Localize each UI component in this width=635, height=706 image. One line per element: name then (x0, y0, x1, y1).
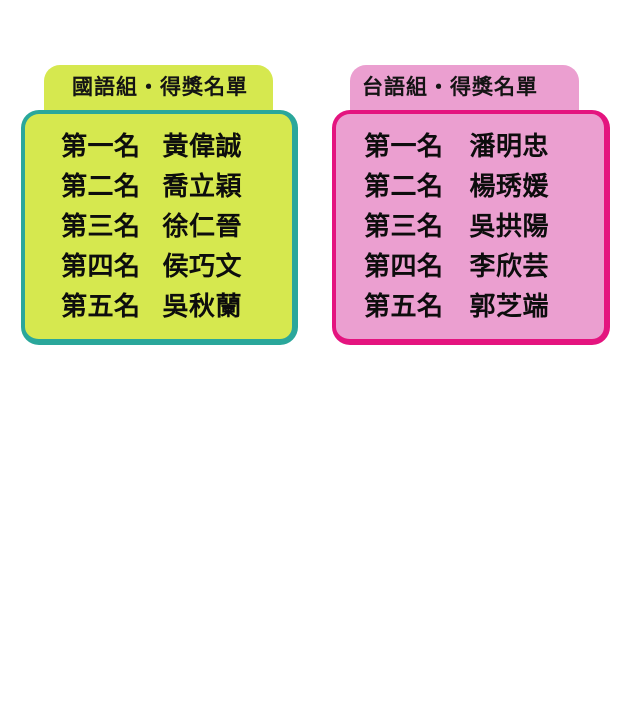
winner-name: 李欣芸 (469, 251, 550, 282)
winner-name: 徐仁晉 (162, 211, 243, 242)
winner-row: 第四名 李欣芸 (336, 247, 604, 287)
rank-label: 第二名 (364, 171, 444, 202)
rank-label: 第一名 (364, 131, 444, 162)
winner-name: 吳秋蘭 (162, 291, 243, 322)
winner-row: 第二名 喬立穎 (25, 167, 292, 207)
winner-row: 第一名 黃偉誠 (25, 127, 292, 167)
winner-row: 第五名 吳秋蘭 (25, 287, 292, 327)
winner-row: 第三名 徐仁晉 (25, 207, 292, 247)
winner-name: 郭芝端 (469, 291, 550, 322)
winner-row: 第二名 楊琇媛 (336, 167, 604, 207)
panel-header-mandarin-group: 國語組・得獎名單 (44, 65, 273, 110)
rank-label: 第二名 (61, 171, 141, 202)
rank-label: 第五名 (364, 291, 444, 322)
panel-header-taiwanese-group: 台語組・得獎名單 (350, 65, 579, 110)
winner-name: 楊琇媛 (469, 171, 550, 202)
winner-list-mandarin-group: 第一名 黃偉誠 第二名 喬立穎 第三名 徐仁晉 第四名 侯巧文 第五名 吳秋 (25, 127, 292, 327)
rank-label: 第五名 (61, 291, 141, 322)
winner-name: 潘明忠 (469, 131, 550, 162)
rank-label: 第四名 (61, 251, 141, 282)
panel-body-taiwanese-group: 第一名 潘明忠 第二名 楊琇媛 第三名 吳拱陽 第四名 李欣芸 第五名 郭芝 (332, 110, 610, 345)
winner-row: 第一名 潘明忠 (336, 127, 604, 167)
winner-row: 第四名 侯巧文 (25, 247, 292, 287)
winner-name: 喬立穎 (162, 171, 243, 202)
panel-body-mandarin-group: 第一名 黃偉誠 第二名 喬立穎 第三名 徐仁晉 第四名 侯巧文 第五名 吳秋 (21, 110, 298, 345)
rank-label: 第三名 (61, 211, 141, 242)
rank-label: 第一名 (61, 131, 141, 162)
rank-label: 第四名 (364, 251, 444, 282)
panel-title-taiwanese-group: 台語組・得獎名單 (362, 75, 538, 99)
winner-row: 第五名 郭芝端 (336, 287, 604, 327)
winner-name: 吳拱陽 (469, 211, 550, 242)
winner-name: 黃偉誠 (162, 131, 243, 162)
winner-row: 第三名 吳拱陽 (336, 207, 604, 247)
winner-name: 侯巧文 (162, 251, 243, 282)
panel-title-mandarin-group: 國語組・得獎名單 (72, 75, 248, 99)
winner-list-taiwanese-group: 第一名 潘明忠 第二名 楊琇媛 第三名 吳拱陽 第四名 李欣芸 第五名 郭芝 (336, 127, 604, 327)
rank-label: 第三名 (364, 211, 444, 242)
